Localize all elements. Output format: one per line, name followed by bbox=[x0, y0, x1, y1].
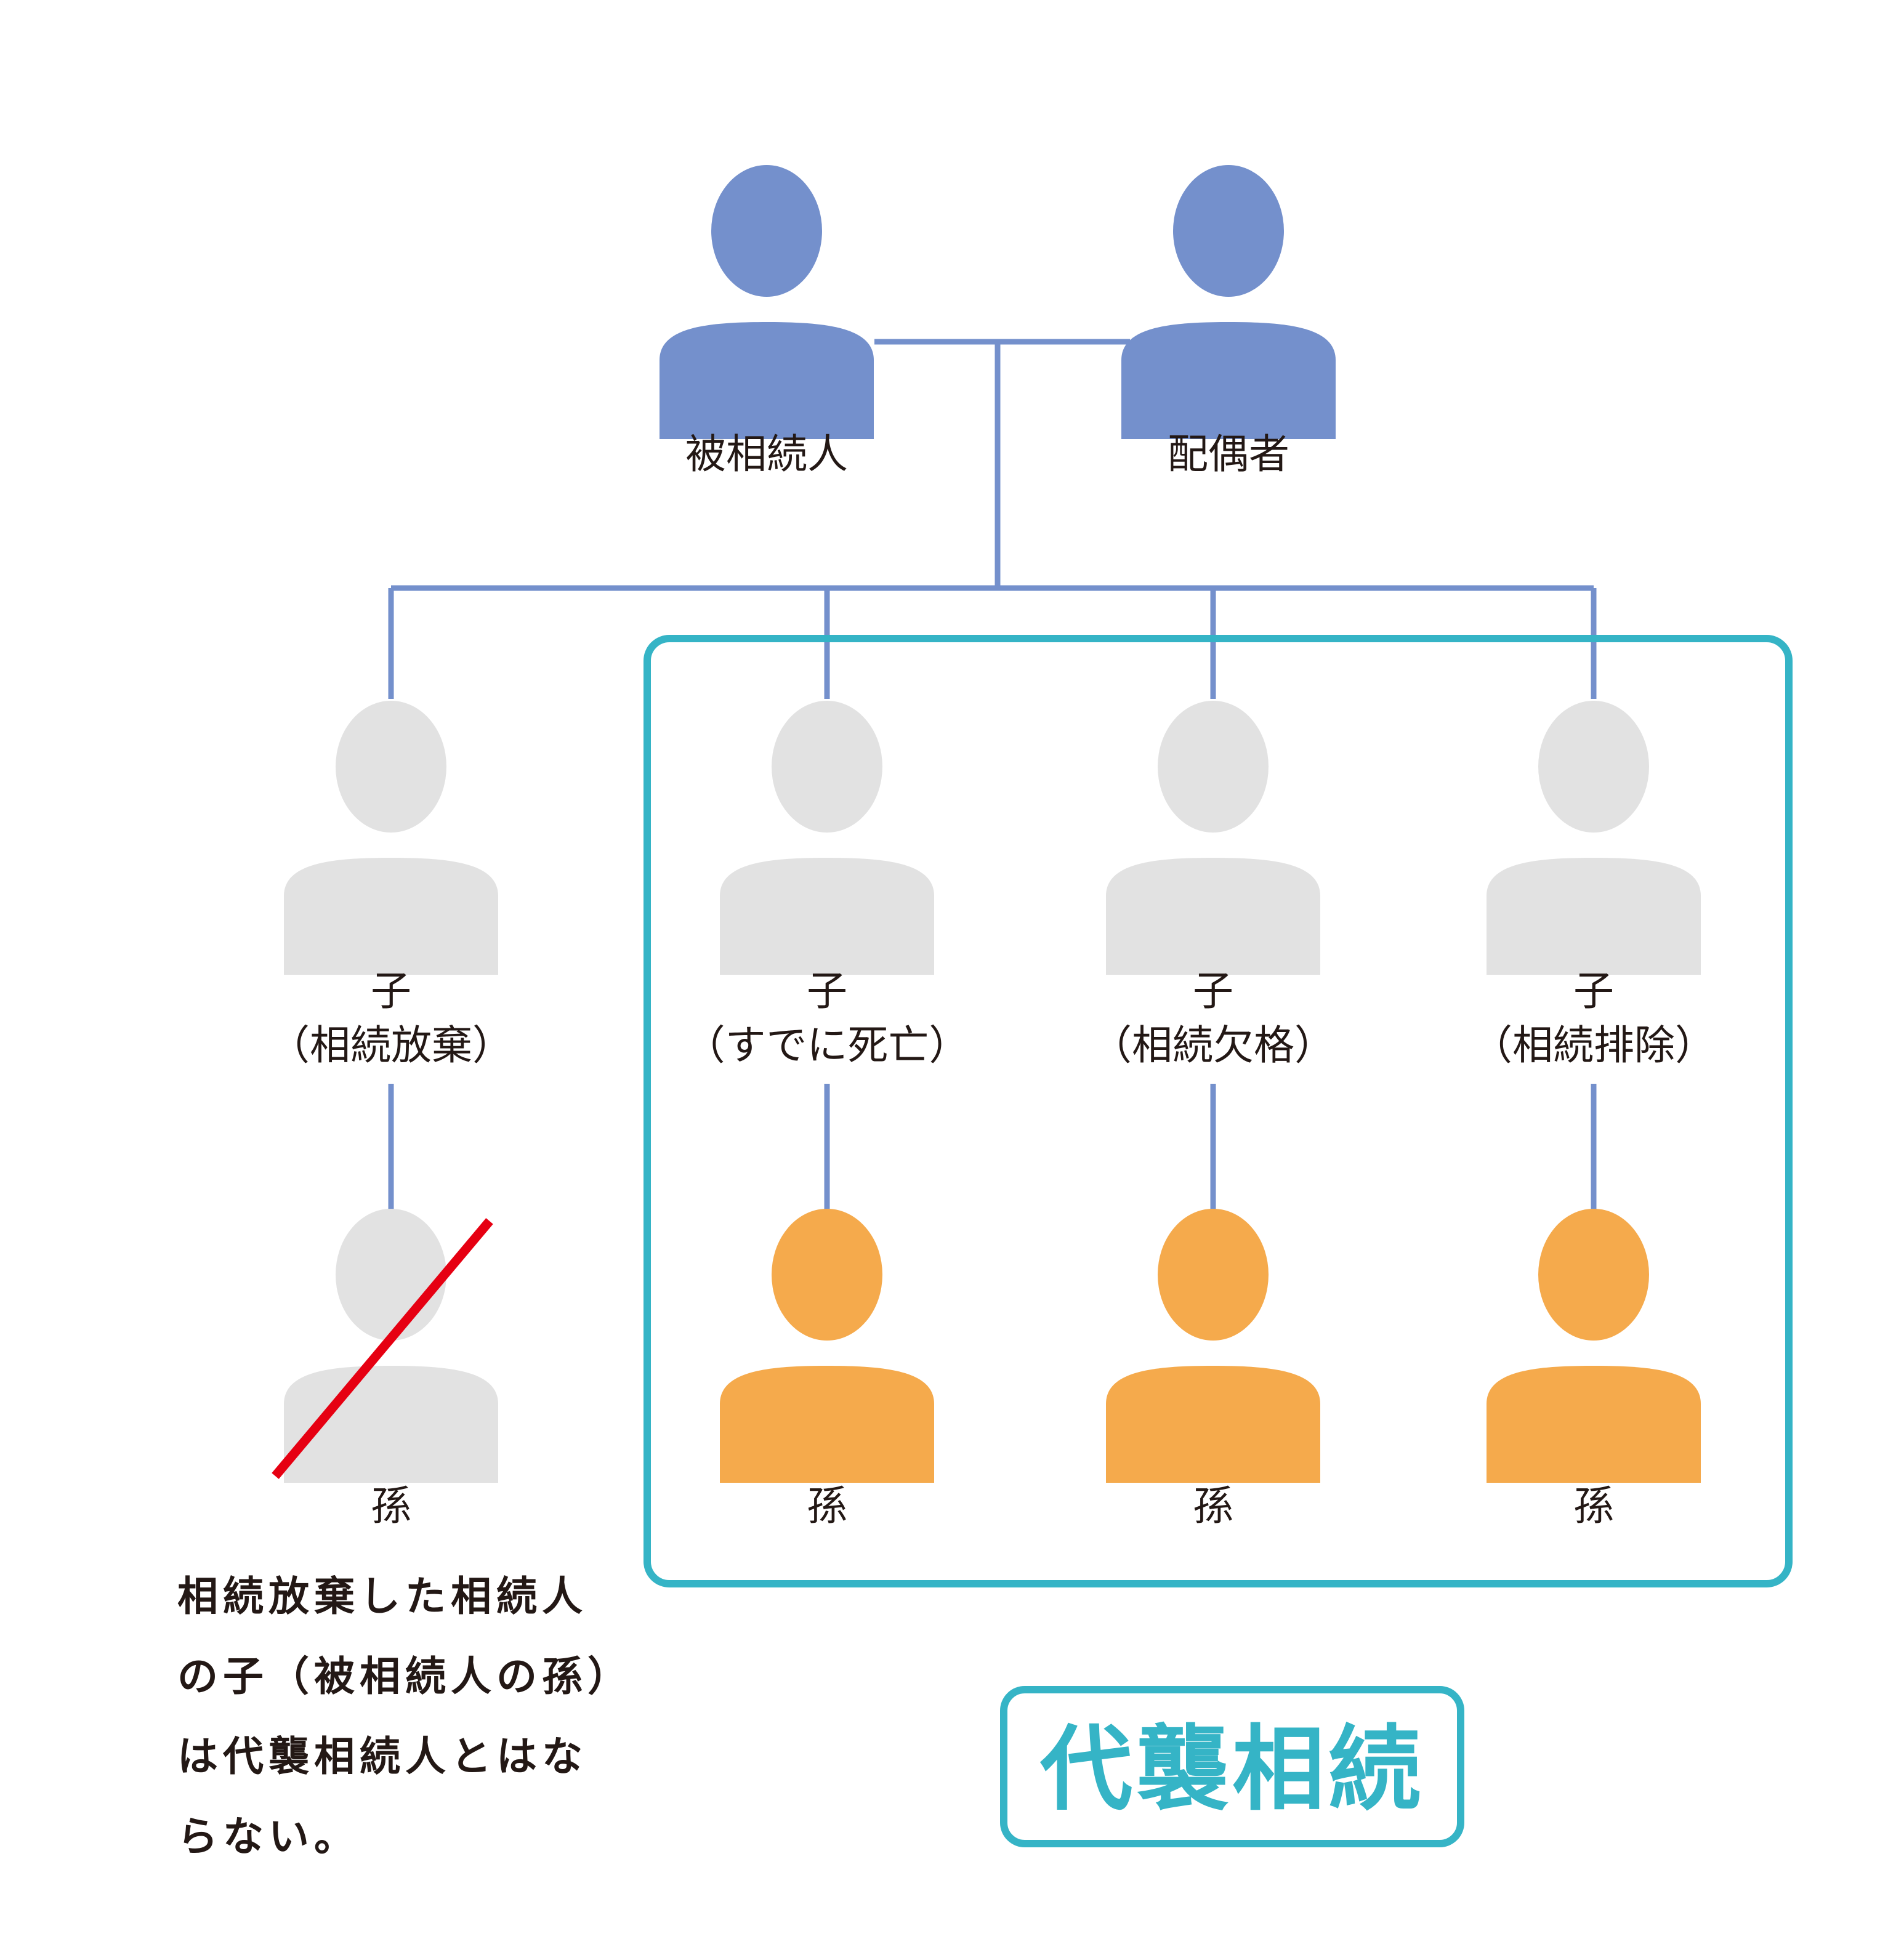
grandchild-2-figure bbox=[720, 1209, 934, 1483]
grandchild-1-label: 孫 bbox=[371, 1482, 411, 1530]
excluded-cross-mark bbox=[272, 1218, 493, 1479]
child-4-status: （相続排除） bbox=[1472, 1022, 1716, 1069]
grandchild-2-label: 孫 bbox=[807, 1482, 847, 1530]
person-body-icon bbox=[720, 1366, 934, 1483]
person-body-icon bbox=[284, 858, 498, 975]
child-2-status: （すでに死亡） bbox=[685, 1022, 970, 1069]
decedent-figure bbox=[660, 165, 874, 439]
person-body-icon bbox=[1487, 858, 1701, 975]
grandchild-3-label: 孫 bbox=[1193, 1482, 1233, 1530]
child-3-figure bbox=[1106, 701, 1320, 975]
child-3-labels: 子 （相続欠格） bbox=[1091, 967, 1335, 1069]
person-head-icon bbox=[1538, 701, 1649, 833]
note-line-1: 相続放棄した相続人 bbox=[177, 1573, 587, 1620]
child-2-figure bbox=[720, 701, 934, 975]
connector-lines bbox=[388, 339, 1597, 1210]
exclusion-note: 相続放棄した相続人 の子（被相続人の孫） は代襲相続人とはな らない。 bbox=[177, 1573, 633, 1860]
child-4-figure bbox=[1487, 701, 1701, 975]
person-head-icon bbox=[711, 165, 822, 297]
note-line-3: は代襲相続人とはな bbox=[177, 1733, 587, 1780]
person-body-icon bbox=[1121, 322, 1336, 439]
person-head-icon bbox=[1538, 1209, 1649, 1341]
note-line-4: らない。 bbox=[177, 1813, 360, 1860]
badge-frame bbox=[1000, 1686, 1464, 1847]
decedent-label: 被相続人 bbox=[685, 430, 848, 478]
person-body-icon bbox=[1106, 858, 1320, 975]
child-1-status: （相続放棄） bbox=[269, 1022, 513, 1069]
child-1-label: 子 bbox=[371, 967, 411, 1015]
grandchild-4-label: 孫 bbox=[1573, 1482, 1614, 1530]
person-body-icon bbox=[660, 322, 874, 439]
child-1-labels: 子 （相続放棄） bbox=[269, 967, 513, 1069]
person-figures bbox=[284, 165, 1701, 1483]
person-head-icon bbox=[1158, 701, 1269, 833]
grandchild-4-figure bbox=[1487, 1209, 1701, 1483]
person-body-icon bbox=[1106, 1366, 1320, 1483]
child-4-label: 子 bbox=[1573, 967, 1614, 1015]
note-line-2: の子（被相続人の孫） bbox=[177, 1653, 633, 1700]
grandchild-3-figure bbox=[1106, 1209, 1320, 1483]
person-body-icon bbox=[720, 858, 934, 975]
representation-badge: 代襲相続 bbox=[1000, 1686, 1464, 1847]
person-head-icon bbox=[772, 701, 882, 833]
person-head-icon bbox=[1173, 165, 1284, 297]
badge-label: 代襲相続 bbox=[1039, 1716, 1424, 1823]
child-3-status: （相続欠格） bbox=[1091, 1022, 1335, 1069]
person-head-icon bbox=[772, 1209, 882, 1341]
child-1-figure bbox=[284, 701, 498, 975]
person-body-icon bbox=[1487, 1366, 1701, 1483]
person-head-icon bbox=[336, 1209, 446, 1341]
person-head-icon bbox=[336, 701, 446, 833]
child-2-labels: 子 （すでに死亡） bbox=[685, 967, 970, 1069]
spouse-label: 配偶者 bbox=[1168, 430, 1289, 478]
child-2-label: 子 bbox=[807, 967, 847, 1015]
child-4-labels: 子 （相続排除） bbox=[1472, 967, 1716, 1069]
representation-group-frame bbox=[643, 635, 1793, 1587]
child-3-label: 子 bbox=[1193, 967, 1233, 1015]
spouse-figure bbox=[1121, 165, 1336, 439]
person-head-icon bbox=[1158, 1209, 1269, 1341]
